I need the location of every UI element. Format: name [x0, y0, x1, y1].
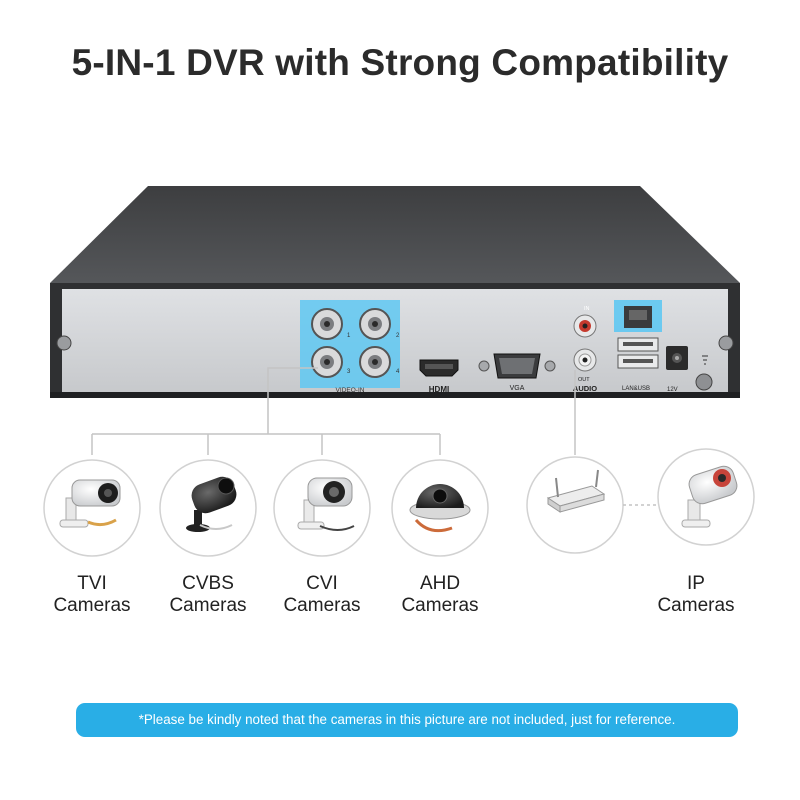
camera-label-cvbs: CVBS Cameras: [152, 573, 264, 617]
router-icon: [526, 456, 624, 554]
lan-usb-ports: LAN&USB: [614, 300, 662, 392]
bullet-camera-icon: [43, 459, 141, 557]
channel-label: 2: [396, 333, 400, 339]
bnc-port-4: [359, 346, 391, 378]
channel-label: 1: [347, 333, 351, 339]
audio-in-label: IN: [584, 306, 590, 312]
ir-bullet-camera-icon: [273, 459, 371, 557]
hdmi-port: HDMI: [419, 359, 459, 394]
disclaimer-note: *Please be kindly noted that the cameras…: [76, 703, 738, 737]
power-label: 12V: [667, 387, 678, 393]
vga-port: VGA: [478, 353, 556, 392]
power-port: 12V: [666, 346, 708, 393]
ground-screw-icon: [695, 373, 713, 391]
connector-lines: [91, 367, 576, 455]
bnc-port-3: [311, 346, 343, 378]
audio-ports: IN OUT AUDIO: [573, 306, 597, 393]
bnc-port-1: [311, 308, 343, 340]
camera-type: IP: [687, 573, 705, 594]
audio-label: AUDIO: [573, 384, 597, 393]
video-in-label: VIDEO-IN: [336, 387, 365, 394]
camera-type: AHD: [419, 573, 461, 594]
hdmi-label: HDMI: [429, 385, 449, 394]
camera-circles: [43, 448, 755, 557]
lan-usb-label: LAN&USB: [622, 386, 650, 392]
camera-word: Cameras: [401, 595, 479, 616]
camera-type: TVI: [77, 573, 107, 594]
camera-type: CVBS: [182, 573, 234, 594]
camera-type: CVI: [306, 573, 338, 594]
screw-icon: [718, 335, 734, 351]
camera-label-tvi: TVI Cameras: [40, 573, 144, 617]
camera-word: Cameras: [169, 595, 247, 616]
black-bullet-camera-icon: [159, 459, 257, 557]
camera-label-ip: IP Cameras: [646, 573, 746, 617]
audio-out-label: OUT: [578, 377, 590, 383]
dome-camera-icon: [391, 459, 489, 557]
page-title: 5-IN-1 DVR with Strong Compatibility: [71, 42, 729, 83]
camera-label-cvi: CVI Cameras: [270, 573, 374, 617]
channel-label: 4: [396, 369, 400, 375]
video-in-ports: 1 2 3 4 VIDEO-IN: [300, 300, 400, 394]
bnc-port-2: [359, 308, 391, 340]
camera-word: Cameras: [53, 595, 131, 616]
camera-word: Cameras: [657, 595, 735, 616]
vga-label: VGA: [510, 385, 525, 392]
ip-camera-icon: [657, 448, 755, 546]
screw-icon: [56, 335, 72, 351]
camera-word: Cameras: [283, 595, 361, 616]
channel-label: 3: [347, 369, 351, 375]
camera-label-ahd: AHD Cameras: [384, 573, 496, 617]
